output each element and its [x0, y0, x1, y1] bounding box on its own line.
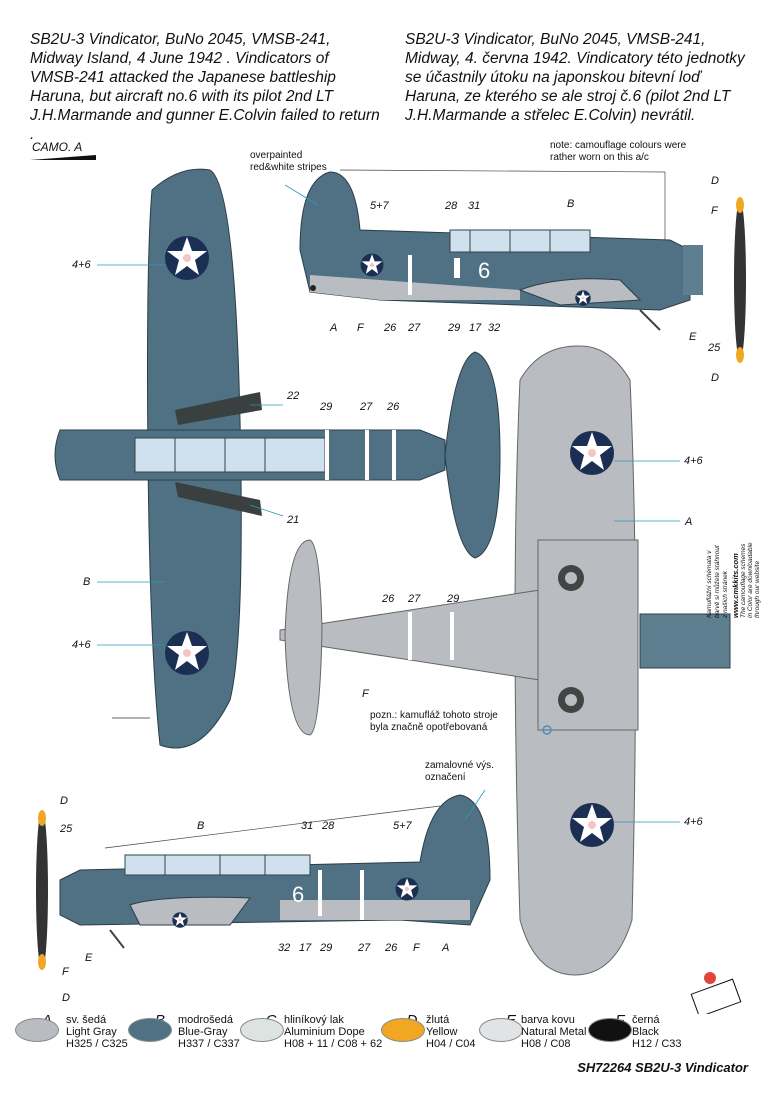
callout-28-left: 28: [445, 200, 458, 212]
website-url[interactable]: www.cmkkits.com: [731, 553, 740, 618]
callout-29-left: 29: [448, 322, 461, 334]
callout-17-right: 17: [299, 942, 312, 954]
website-note-line-5: The camouflage schemes: [740, 543, 747, 618]
swatch-b: [128, 1018, 172, 1042]
callout-25-right: 25: [60, 823, 73, 835]
callout-28-right: 28: [322, 820, 335, 832]
camo-underline: [30, 155, 96, 160]
note-overpainted-cz: zamalovné výs. označení: [425, 760, 494, 783]
callout-32-right: 32: [278, 942, 291, 954]
callout-21: 21: [287, 514, 300, 526]
side-view-right: [36, 794, 491, 970]
callout-26-bottom: 26: [382, 593, 395, 605]
callout-32-left: 32: [488, 322, 501, 334]
callout-27-right: 27: [358, 942, 371, 954]
swatch-f: [588, 1018, 632, 1042]
callout-26-left: 26: [384, 322, 397, 334]
callout-22: 22: [287, 390, 300, 402]
callout-f-left: F: [357, 322, 364, 334]
callout-d-right-bottom: D: [62, 992, 70, 1004]
callout-d-left-top: D: [711, 175, 719, 187]
callout-27-left: 27: [408, 322, 421, 334]
callout-d-right-top: D: [60, 795, 68, 807]
callout-31-right: 31: [301, 820, 314, 832]
note-camouflage-cz: pozn.: kamufláž tohoto stroje byla značn…: [370, 710, 498, 733]
callout-b-top: B: [83, 576, 91, 588]
callout-e-right: E: [85, 952, 93, 964]
side-view-left: [299, 169, 746, 363]
product-footer: SH72264 SB2U-3 Vindicator: [577, 1060, 748, 1075]
swatch-c: [240, 1018, 284, 1042]
callout-27-bottom: 27: [408, 593, 421, 605]
callout-a-left: A: [330, 322, 338, 334]
callout-4-6-bottom-lower: 4+6: [684, 816, 703, 828]
callout-29-right: 29: [320, 942, 333, 954]
callout-4-6-top-lower: 4+6: [72, 639, 91, 651]
callout-a-bottom: A: [685, 516, 693, 528]
note-overpainted-en: overpainted red&white stripes: [250, 150, 327, 173]
website-note: Kamuflážní schémata v barvě si můžete st…: [704, 392, 761, 620]
callout-f-bottom: F: [362, 688, 369, 700]
callout-5-7-right: 5+7: [393, 820, 412, 832]
top-view: [54, 168, 501, 749]
website-note-line-7: through our website: [754, 560, 761, 618]
callout-5-7-left: 5+7: [370, 200, 389, 212]
website-note-line-6: in Color are downloadable: [747, 542, 754, 618]
caption-czech: SB2U-3 Vindicator, BuNo 2045, VMSB-241, …: [405, 31, 745, 124]
callout-31-left: 31: [468, 200, 481, 212]
swatch-a: [15, 1018, 59, 1042]
callout-17-left: 17: [469, 322, 482, 334]
callout-27-top: 27: [360, 401, 373, 413]
fuselage-number-right: 6: [292, 882, 304, 907]
fuselage-number-left: 6: [478, 258, 490, 283]
callout-29-top: 29: [320, 401, 333, 413]
callout-4-6-bottom-top: 4+6: [684, 455, 703, 467]
swatch-d: [381, 1018, 425, 1042]
callout-26-right: 26: [385, 942, 398, 954]
website-note-line-1: Kamuflážní schémata v: [706, 550, 713, 618]
callout-e-left: E: [689, 331, 697, 343]
callout-f-left-top: F: [711, 205, 718, 217]
bottom-view: [279, 345, 731, 976]
callout-b-left: B: [567, 198, 575, 210]
gunze-logo: [690, 970, 742, 1018]
swatch-e: [479, 1018, 523, 1042]
website-note-line-3: z našich stránek: [722, 571, 729, 618]
callout-29-bottom: 29: [447, 593, 460, 605]
callout-a-right: A: [442, 942, 450, 954]
callout-b-right: B: [197, 820, 205, 832]
callout-4-6-top: 4+6: [72, 259, 91, 271]
callout-f-right-lower: F: [413, 942, 420, 954]
callout-f-right: F: [62, 966, 69, 978]
caption-english: SB2U-3 Vindicator, BuNo 2045, VMSB-241, …: [30, 31, 380, 143]
callout-25-left: 25: [708, 342, 721, 354]
note-camouflage-en: note: camouflage colours were rather wor…: [550, 140, 687, 163]
camo-label: CAMO. A: [32, 140, 83, 154]
callout-26-top: 26: [387, 401, 400, 413]
callout-d-left-bottom: D: [711, 372, 719, 384]
website-note-line-2: barvě si můžete stáhnout: [714, 545, 721, 618]
